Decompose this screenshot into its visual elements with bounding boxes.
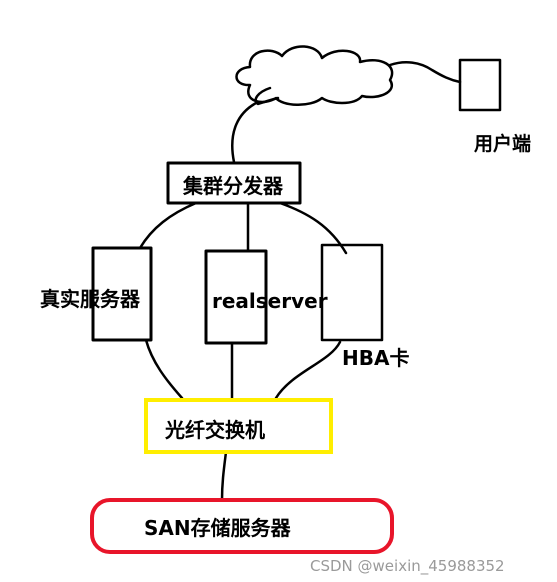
server-box-3 <box>320 243 384 342</box>
dispatcher-label: 集群分发器 <box>182 174 284 198</box>
switch-label: 光纤交换机 <box>164 418 265 442</box>
dispatcher-box <box>166 161 302 205</box>
link-server3-switch <box>274 340 342 400</box>
hba-label: HBA卡 <box>342 346 409 370</box>
realserver-label: realserver <box>212 289 328 313</box>
real-server-label: 真实服务器 <box>40 287 141 311</box>
server-box-1 <box>91 246 153 342</box>
switch-box <box>144 398 333 454</box>
client-label: 用户端 <box>474 132 531 155</box>
san-box <box>90 498 394 554</box>
server-box-2 <box>204 249 268 345</box>
link-cloud-client <box>388 61 462 84</box>
client-box <box>458 58 502 112</box>
cloud-icon <box>235 45 394 106</box>
link-dispatcher-server1 <box>138 201 198 250</box>
link-cloud-dispatcher <box>231 100 260 164</box>
link-switch-san <box>220 450 228 502</box>
cloud-tail-line <box>254 86 280 106</box>
san-label: SAN存储服务器 <box>144 516 292 540</box>
watermark-text: CSDN @weixin_45988352 <box>310 557 505 576</box>
link-server1-switch <box>144 338 184 400</box>
